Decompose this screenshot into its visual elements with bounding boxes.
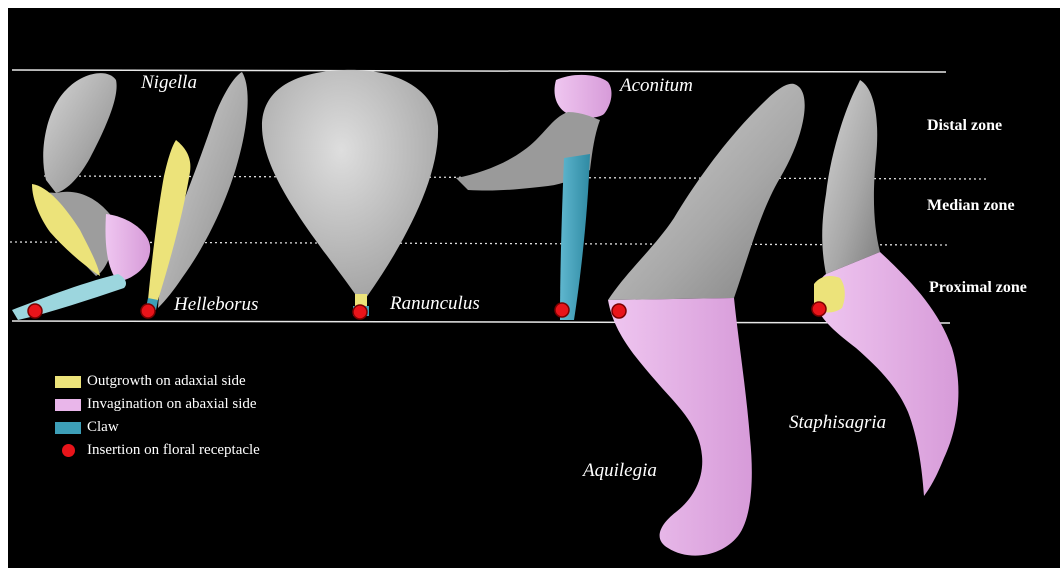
invagination-swatch <box>55 399 81 411</box>
zone-label-median: Median zone <box>927 197 1015 215</box>
genus-label-staphisagria: Staphisagria <box>789 412 886 434</box>
proximal-boundary-line <box>10 242 948 245</box>
aquilegia-petal <box>608 84 805 556</box>
base-boundary-line <box>12 321 950 323</box>
legend-item-outgrowth: Outgrowth on adaxial side <box>55 370 260 393</box>
legend: Outgrowth on adaxial side Invagination o… <box>55 370 260 462</box>
legend-label: Invagination on abaxial side <box>87 396 257 413</box>
insertion-dot-icon <box>62 444 75 457</box>
helleborus-insertion-dot <box>141 304 155 318</box>
genus-label-nigella: Nigella <box>141 72 197 94</box>
aquilegia-insertion-dot <box>612 304 626 318</box>
genus-label-aconitum: Aconitum <box>620 75 693 97</box>
zone-label-distal: Distal zone <box>927 117 1002 135</box>
genus-label-ranunculus: Ranunculus <box>390 293 480 315</box>
figure-canvas: Nigella Helleborus Ranunculus Aconitum A… <box>8 8 1060 568</box>
legend-item-insertion: Insertion on floral receptacle <box>55 439 260 462</box>
nigella-petal <box>12 73 150 320</box>
genus-label-aquilegia: Aquilegia <box>583 460 657 482</box>
legend-label: Outgrowth on adaxial side <box>87 373 246 390</box>
legend-label: Claw <box>87 419 119 436</box>
outgrowth-swatch <box>55 376 81 388</box>
helleborus-petal <box>146 72 248 310</box>
legend-item-claw: Claw <box>55 416 260 439</box>
legend-label: Insertion on floral receptacle <box>87 442 260 459</box>
claw-swatch <box>55 422 81 434</box>
legend-item-invagination: Invagination on abaxial side <box>55 393 260 416</box>
staphisagria-insertion-dot <box>812 302 826 316</box>
aconitum-insertion-dot <box>555 303 569 317</box>
zone-label-proximal: Proximal zone <box>929 279 1027 297</box>
nigella-insertion-dot <box>28 304 42 318</box>
ranunculus-insertion-dot <box>353 305 367 319</box>
ranunculus-petal <box>262 70 438 316</box>
aconitum-petal <box>456 75 611 320</box>
genus-label-helleborus: Helleborus <box>174 294 258 316</box>
